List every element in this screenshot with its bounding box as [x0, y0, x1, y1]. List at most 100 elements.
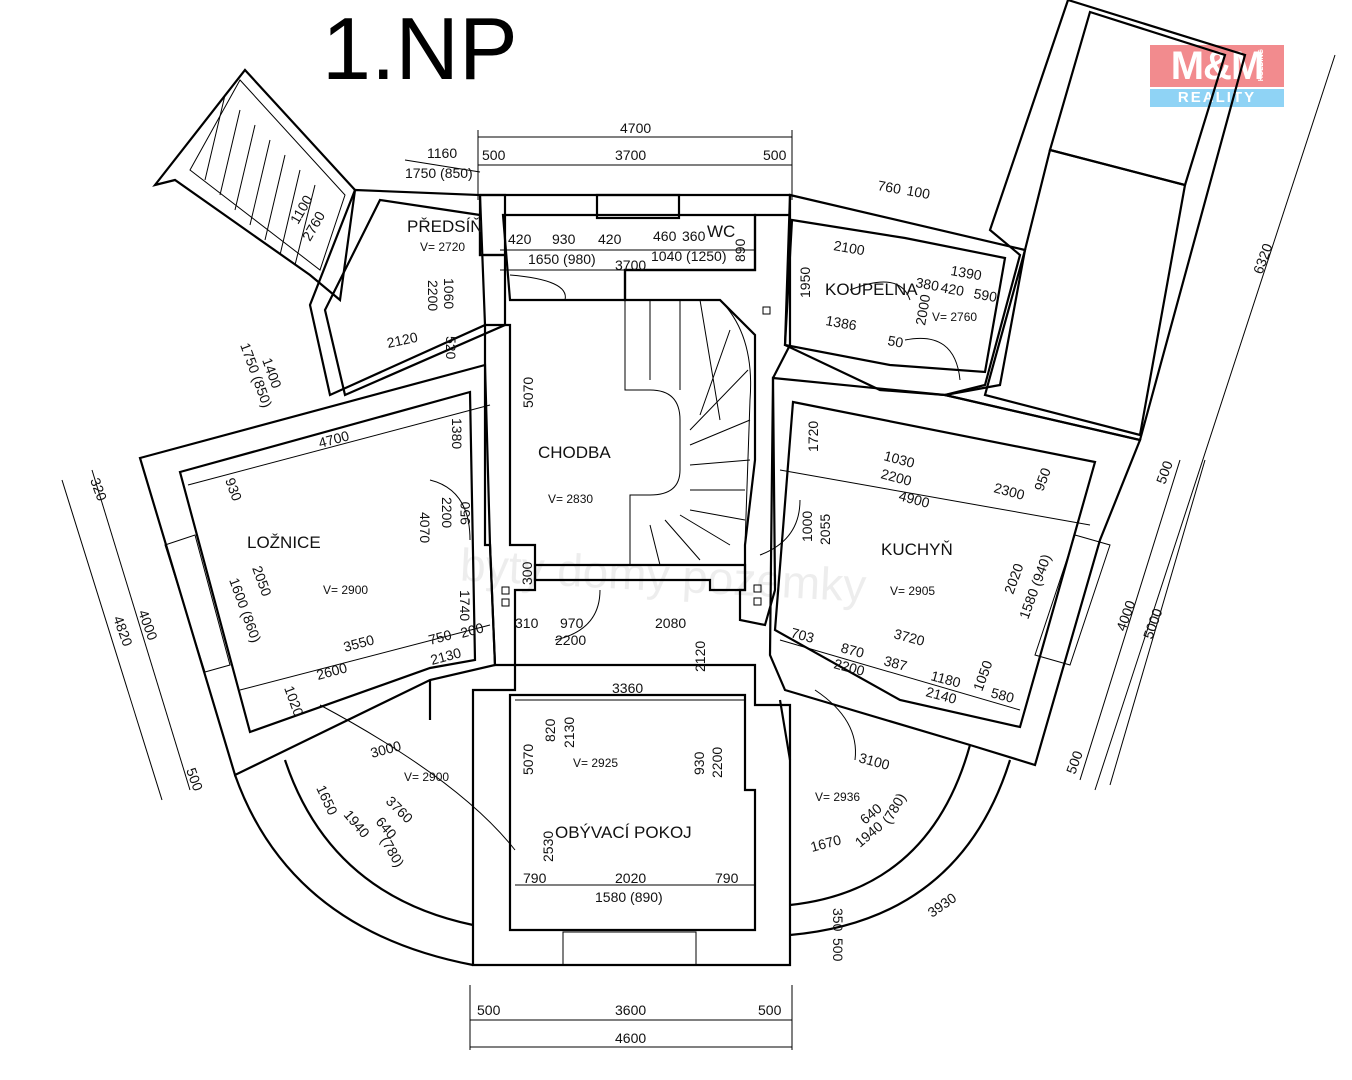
room-volume-left-bay: V= 2900: [404, 770, 449, 784]
dimension-label: 2200: [555, 632, 586, 648]
wall-arc-left-outer: [233, 774, 474, 967]
room-labels: PŘEDSÍŇ V= 2720 WC KOUPELNA V= 2760 CHOD…: [247, 217, 977, 842]
room-name-obyvaci-pokoj: OBÝVACÍ POKOJ: [555, 823, 692, 842]
window-obyvaci: [562, 931, 697, 966]
dimension-label: 1180: [929, 667, 962, 690]
dimension-label: 750: [427, 626, 454, 648]
dimension-label: 3700: [615, 147, 646, 163]
dimension-label: 2200: [709, 747, 725, 778]
dimension-label: 2200: [832, 655, 866, 679]
dimension-label: 1750 (850): [405, 165, 473, 181]
dimension-label: (780): [879, 790, 909, 826]
room-volume-loznice: V= 2900: [323, 583, 368, 597]
dimension-label: 420: [508, 231, 532, 247]
room-name-loznice: LOŽNICE: [247, 533, 321, 552]
dimension-label: 930: [222, 476, 245, 504]
dimension-label: 2120: [692, 641, 708, 672]
room-volume-right-bay: V= 2936: [815, 790, 860, 804]
dimension-label: 2200: [425, 280, 441, 311]
wall-predsin: [308, 188, 487, 397]
dimension-label: 2130: [429, 644, 463, 668]
dimension-label: 5070: [520, 744, 536, 775]
room-name-chodba: CHODBA: [538, 443, 611, 462]
dimension-label: 1160: [427, 145, 457, 161]
door-swing: [319, 704, 516, 851]
dimension-label: 500: [1063, 748, 1086, 776]
dimension-label: 2200: [879, 465, 913, 489]
wall-chodba-left: [483, 323, 537, 667]
dimension-label: 2300: [992, 479, 1026, 503]
dimension-label: 2140: [924, 683, 958, 707]
dimension-label: 3930: [925, 889, 960, 920]
room-name-kuchyn: KUCHYŇ: [881, 540, 953, 559]
dimension-label: 2530: [540, 831, 556, 862]
dimension-label: 200: [459, 619, 486, 641]
dimension-label: 500: [477, 1002, 501, 1018]
door-swing: [554, 589, 601, 641]
dimension-label: 4070: [417, 512, 433, 543]
dimension-label: 3550: [342, 631, 376, 655]
dimension-label: 5070: [520, 377, 536, 408]
dimension-label: 2100: [832, 237, 866, 258]
dimension-label: 300: [519, 561, 535, 585]
dimension-label: 350: [830, 908, 846, 932]
dimension-label: 380: [914, 274, 940, 294]
room-name-wc: WC: [707, 222, 735, 241]
dimension-label: 3000: [369, 737, 403, 761]
dimension-label: 500: [482, 147, 506, 163]
dimension-label: 1060: [441, 278, 457, 309]
dimension-label: 580: [989, 684, 1016, 706]
wall-obyvaci-outer: [471, 663, 792, 967]
door-swing: [429, 479, 471, 541]
dimension-label: 4700: [620, 120, 651, 136]
door-swing: [814, 689, 856, 761]
dimension-label: 100: [905, 182, 931, 202]
dimension-label: 2200: [439, 497, 455, 528]
dimension-label: 320: [87, 476, 110, 504]
predsin-inner: [323, 198, 507, 397]
dimension-label: 4000: [1113, 598, 1139, 633]
room-name-predsin: PŘEDSÍŇ: [407, 217, 483, 236]
dimension-label: 1020: [281, 684, 307, 719]
dimension-label: 1386: [824, 312, 858, 333]
dimension-label: 1670: [809, 831, 843, 855]
room-volume-obyvaci-pokoj: V= 2925: [573, 756, 618, 770]
wall-chodba-bottom: [533, 563, 747, 592]
dimension-label: 500: [183, 766, 206, 794]
dimension-label: 3360: [612, 680, 643, 696]
walls: [138, 0, 1247, 967]
dimension-label: 5000: [1140, 606, 1166, 641]
dimension-lines: [61, 54, 1336, 1050]
annex-room: [983, 148, 1187, 437]
dimension-label: 950: [1031, 465, 1054, 493]
dimension-label: (780): [377, 834, 407, 870]
wall-annex-outer: [944, 0, 1247, 442]
dimension-label: 4900: [897, 487, 931, 511]
dimension-label: 790: [523, 870, 547, 886]
dimension-label: 930: [552, 231, 576, 247]
dimension-label: 420: [939, 279, 965, 299]
kuchyn-inner: [773, 400, 1097, 729]
dimension-label: 1030: [882, 447, 916, 471]
dimension-label: 520: [443, 336, 459, 360]
dimension-label: 500: [758, 1002, 782, 1018]
wall-pier: [595, 193, 681, 220]
annex-room-top: [1048, 10, 1227, 187]
dimension-label: 310: [515, 615, 539, 631]
wall-pier: [478, 193, 507, 257]
dimension-label: 703: [789, 624, 816, 646]
dimension-label: 2020: [1001, 561, 1027, 596]
wall-arc-left-inner: [283, 759, 474, 927]
dimension-label: 1720: [805, 421, 821, 452]
dimension-label: 870: [839, 639, 866, 661]
obyvaci-inner: [508, 693, 757, 932]
dimension-label: 950: [457, 501, 473, 525]
wall-arc-right-inner: [789, 744, 972, 907]
dimension-label: 1580 (940): [1016, 552, 1054, 621]
dimension-label: 2020: [615, 870, 646, 886]
dimension-label: 3600: [615, 1002, 646, 1018]
window-kuchyn: [1034, 534, 1111, 666]
internal-staircase: [624, 299, 752, 566]
dimension-label: 1650: [313, 783, 341, 818]
